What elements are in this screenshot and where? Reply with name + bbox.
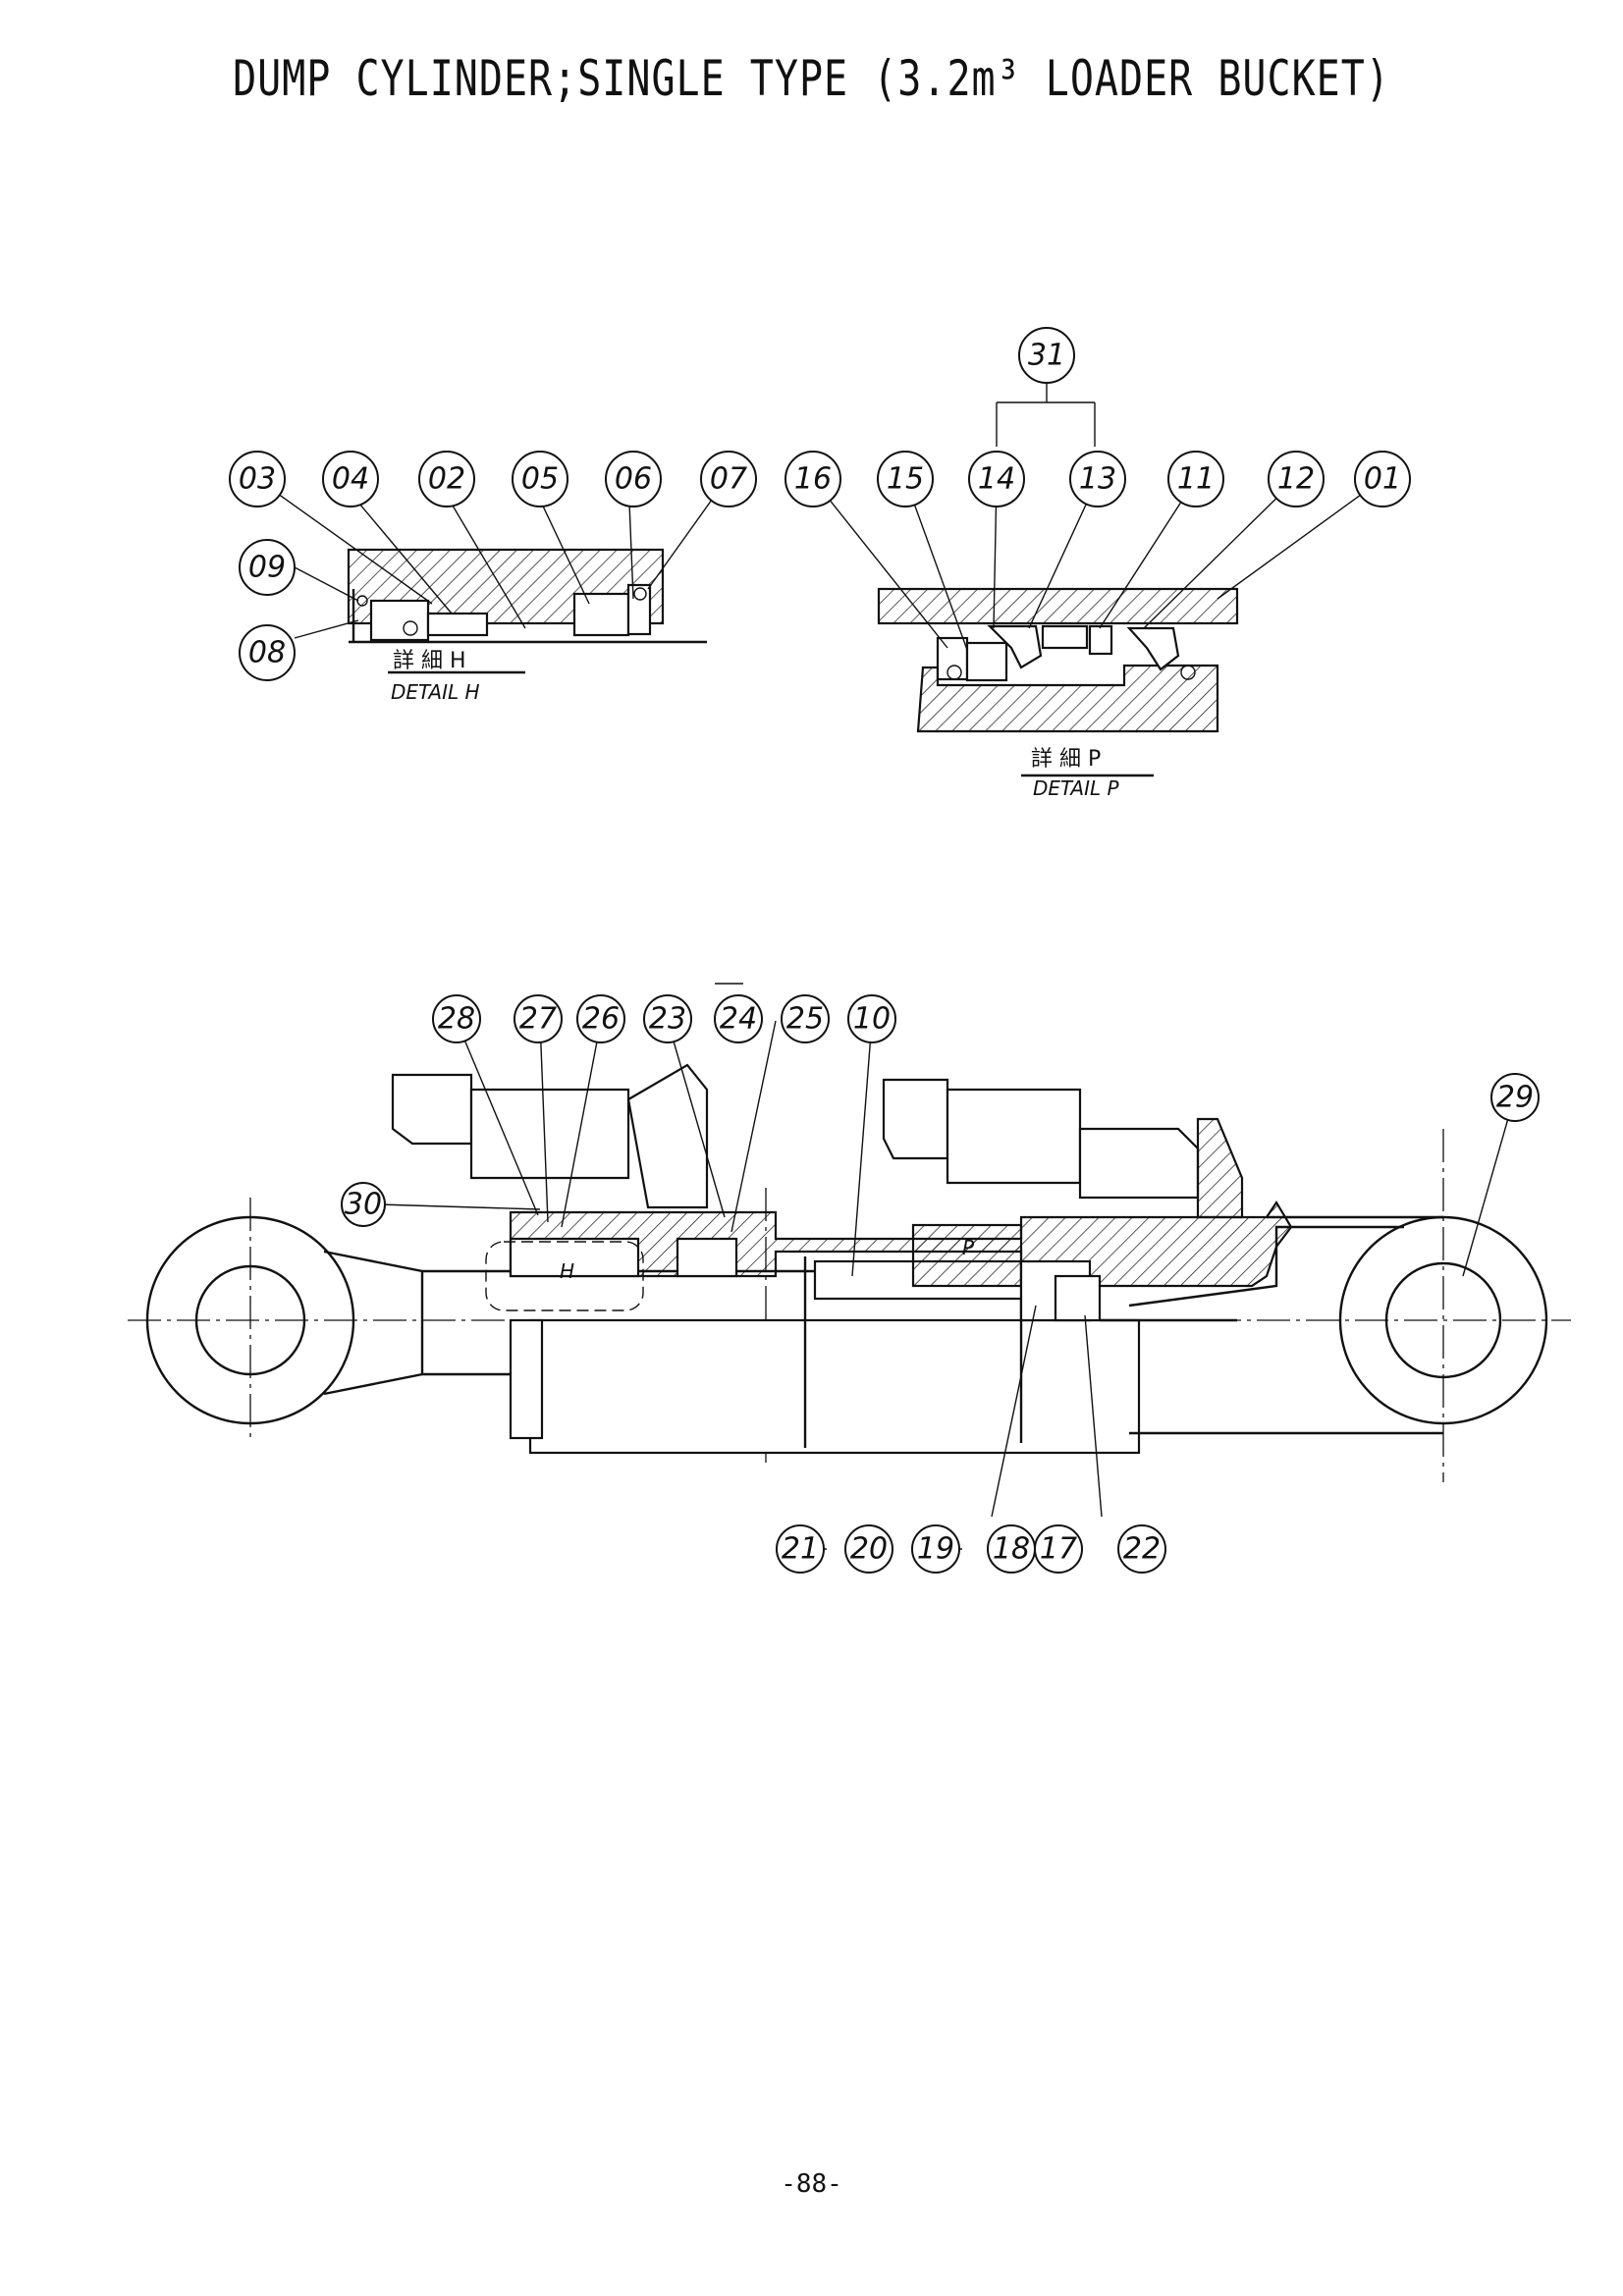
callout-18: 18 xyxy=(987,1524,1036,1574)
callout-29: 29 xyxy=(1490,1073,1540,1122)
callout-12: 12 xyxy=(1268,451,1325,507)
callout-11: 11 xyxy=(1167,451,1224,507)
callout-08: 08 xyxy=(239,624,296,681)
svg-text:17: 17 xyxy=(1040,1532,1077,1567)
callout-23: 23 xyxy=(643,994,692,1043)
callout-06: 06 xyxy=(605,451,662,507)
svg-text:11: 11 xyxy=(1177,462,1215,497)
callout-21: 21 xyxy=(776,1524,825,1574)
svg-text:10: 10 xyxy=(853,1002,891,1037)
svg-text:04: 04 xyxy=(332,462,369,497)
svg-text:24: 24 xyxy=(720,1002,757,1037)
callout-01: 01 xyxy=(1354,451,1411,507)
callout-14: 14 xyxy=(968,451,1025,507)
svg-text:27: 27 xyxy=(519,1002,557,1037)
svg-text:06: 06 xyxy=(615,462,652,497)
callout-17: 17 xyxy=(1034,1524,1083,1574)
svg-text:29: 29 xyxy=(1496,1081,1534,1115)
detail-p-label-en: DETAIL P xyxy=(1033,776,1119,800)
callout-02: 02 xyxy=(418,451,475,507)
callout-05: 05 xyxy=(512,451,568,507)
svg-text:08: 08 xyxy=(248,636,286,670)
callout-27: 27 xyxy=(514,994,563,1043)
svg-text:25: 25 xyxy=(786,1002,824,1037)
marker-h: H xyxy=(560,1259,574,1283)
svg-text:16: 16 xyxy=(794,462,832,497)
svg-text:07: 07 xyxy=(710,462,747,497)
svg-text:20: 20 xyxy=(850,1532,888,1567)
svg-text:28: 28 xyxy=(438,1002,475,1037)
svg-text:01: 01 xyxy=(1364,462,1401,497)
svg-text:31: 31 xyxy=(1028,339,1065,373)
callout-28: 28 xyxy=(432,994,481,1043)
callout-31: 31 xyxy=(1018,327,1075,384)
main-callout-leaders xyxy=(378,983,1516,1550)
svg-text:21: 21 xyxy=(782,1532,819,1567)
svg-text:18: 18 xyxy=(993,1532,1030,1567)
page-title: DUMP CYLINDER;SINGLE TYPE (3.2m³ LOADER … xyxy=(233,51,1390,108)
callout-20: 20 xyxy=(844,1524,893,1574)
svg-text:02: 02 xyxy=(428,462,465,497)
svg-text:13: 13 xyxy=(1079,462,1116,497)
svg-text:09: 09 xyxy=(248,551,286,585)
callout-26: 26 xyxy=(576,994,625,1043)
callout-10: 10 xyxy=(847,994,896,1043)
callout-16: 16 xyxy=(784,451,841,507)
callout-24: 24 xyxy=(714,994,763,1043)
detail-h-drawing: 詳 細 H DETAIL H xyxy=(347,548,707,704)
svg-text:23: 23 xyxy=(649,1002,686,1037)
detail-p-label-jp: 詳 細 P xyxy=(1031,747,1101,772)
callout-30: 30 xyxy=(341,1182,386,1227)
detail-h-label-jp: 詳 細 H xyxy=(393,649,466,673)
svg-text:22: 22 xyxy=(1123,1532,1161,1567)
svg-text:19: 19 xyxy=(917,1532,954,1567)
svg-text:12: 12 xyxy=(1277,462,1315,497)
svg-text:30: 30 xyxy=(345,1188,382,1222)
callout-15: 15 xyxy=(877,451,934,507)
callout-07: 07 xyxy=(700,451,757,507)
page-number: -88- xyxy=(781,2169,842,2199)
callout-03: 03 xyxy=(229,451,286,507)
svg-text:15: 15 xyxy=(887,462,924,497)
svg-text:26: 26 xyxy=(582,1002,620,1037)
svg-text:05: 05 xyxy=(521,462,559,497)
callout-22: 22 xyxy=(1117,1524,1166,1574)
callout-19: 19 xyxy=(911,1524,960,1574)
marker-p: P xyxy=(962,1236,975,1259)
main-cylinder-drawing: H P xyxy=(128,1063,1571,1482)
callout-09: 09 xyxy=(239,539,296,596)
svg-text:14: 14 xyxy=(978,462,1015,497)
callout-04: 04 xyxy=(322,451,379,507)
detail-h-label-en: DETAIL H xyxy=(391,680,480,704)
callout-13: 13 xyxy=(1069,451,1126,507)
callout-25: 25 xyxy=(781,994,830,1043)
detail-p-drawing: 詳 細 P DETAIL P xyxy=(877,587,1239,800)
svg-text:03: 03 xyxy=(239,462,276,497)
